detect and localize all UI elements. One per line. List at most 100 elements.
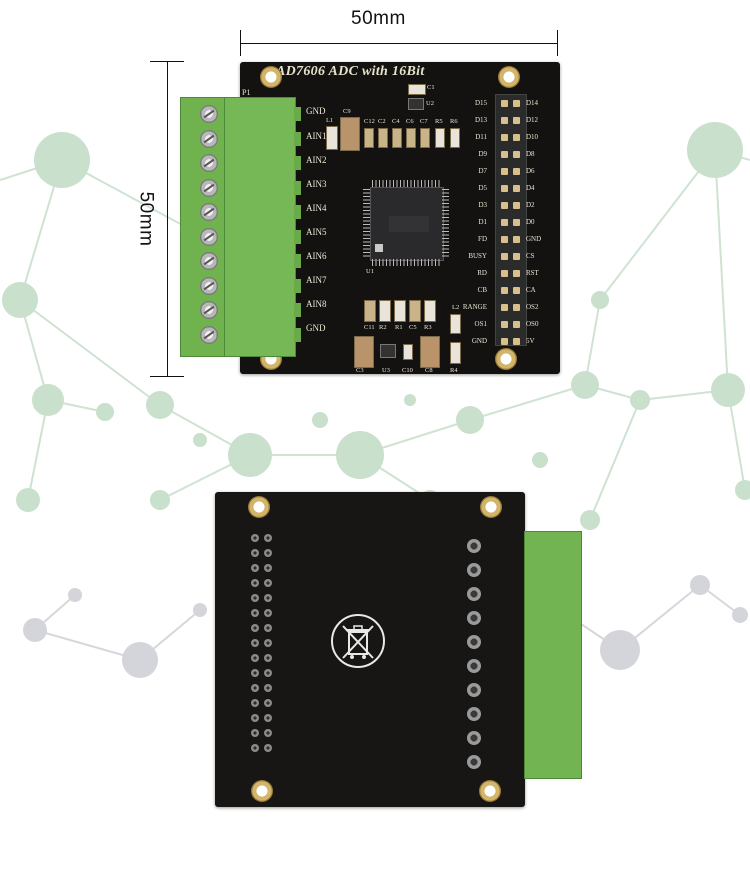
- terminal-via: [467, 683, 481, 697]
- header-via: [264, 624, 272, 632]
- header-via: [251, 579, 259, 587]
- ref-row-bottom-0: C11: [364, 324, 375, 331]
- header-pin: [513, 321, 520, 328]
- header-right-label-10: RST: [526, 269, 539, 277]
- header-pin: [501, 321, 508, 328]
- header-left-label-10: RD: [477, 269, 487, 277]
- chip-leads-left: [363, 189, 370, 259]
- header-via: [264, 609, 272, 617]
- capacitor-c1: [408, 84, 426, 95]
- screw-terminal-block-bottom: [524, 531, 582, 779]
- header-via: [251, 699, 259, 707]
- header-via: [251, 729, 259, 737]
- header-right-label-8: GND: [526, 235, 542, 243]
- smd-row-bottom-2: [394, 300, 406, 322]
- header-via: [264, 564, 272, 572]
- header-left-label-13: OS1: [474, 320, 487, 328]
- header-right-label-2: D10: [526, 133, 539, 141]
- analog-label-2: AIN2: [306, 155, 327, 165]
- width-dimension-label: 50mm: [351, 8, 406, 29]
- height-dimension-tick-top: [150, 61, 184, 62]
- header-right-label-5: D4: [526, 184, 535, 192]
- header-left-label-12: RANGE: [462, 303, 487, 311]
- ref-l1: L1: [326, 117, 334, 124]
- header-pin: [513, 100, 520, 107]
- header-via: [264, 714, 272, 722]
- terminal-screw-icon: [200, 252, 218, 270]
- header-via: [251, 684, 259, 692]
- header-via: [251, 534, 259, 542]
- terminal-fin: [294, 205, 301, 219]
- header-pin: [501, 151, 508, 158]
- ref-bottom-0: C3: [356, 367, 364, 374]
- header-pin: [501, 219, 508, 226]
- terminal-via: [467, 755, 481, 769]
- header-pin: [513, 338, 520, 345]
- ref-u1: U1: [366, 268, 374, 275]
- height-dimension-tick-bottom: [150, 376, 184, 377]
- terminal-screw-icon: [200, 227, 218, 246]
- header-pin: [513, 202, 520, 209]
- terminal-fin: [294, 156, 301, 170]
- header-via: [264, 654, 272, 662]
- terminal-fin: [294, 327, 301, 342]
- smd-row-top-5: [435, 128, 445, 148]
- screw-terminal-block: [180, 97, 303, 357]
- terminal-via: [467, 539, 481, 553]
- header-via: [251, 624, 259, 632]
- chip-leads-top: [372, 180, 442, 187]
- header-via: [251, 564, 259, 572]
- analog-label-7: AIN7: [306, 275, 327, 285]
- header-via: [264, 639, 272, 647]
- header-left-label-9: BUSY: [468, 252, 487, 260]
- terminal-screw-icon: [200, 129, 218, 148]
- terminal-via: [467, 707, 481, 721]
- header-via: [251, 654, 259, 662]
- chip-marking: [389, 216, 429, 232]
- ref-row-top-3: C6: [406, 118, 414, 125]
- ref-row-bottom-4: R3: [424, 324, 432, 331]
- header-via: [264, 534, 272, 542]
- height-dimension-label: 50mm: [135, 191, 157, 247]
- capacitor-c9: [340, 117, 360, 151]
- header-left-label-2: D11: [475, 133, 487, 141]
- height-dimension-line: [167, 61, 168, 377]
- header-right-label-11: CA: [526, 286, 536, 294]
- terminal-body: [224, 97, 296, 357]
- bottom-mount-hole-bottom-left: [251, 780, 273, 802]
- header-right-label-6: D2: [526, 201, 535, 209]
- ref-row-top-2: C4: [392, 118, 400, 125]
- smd-row-top-0: [364, 128, 374, 148]
- terminal-via: [467, 635, 481, 649]
- header-pin: [513, 117, 520, 124]
- header-via: [264, 699, 272, 707]
- terminal-screw-icon: [200, 276, 218, 295]
- board-title: AD7606 ADC with 16Bit: [276, 64, 425, 79]
- terminal-via: [467, 611, 481, 625]
- header-pin: [513, 304, 520, 311]
- header-via: [264, 684, 272, 692]
- smd-row-bottom-1: [379, 300, 391, 322]
- header-pin: [501, 134, 508, 141]
- terminal-fin: [294, 107, 301, 121]
- header-pin: [513, 185, 520, 192]
- chip-leads-bottom: [372, 259, 442, 266]
- header-pin: [501, 253, 508, 260]
- smd-row-top-3: [406, 128, 416, 148]
- capacitor-c8: [420, 336, 440, 368]
- ref-row-top-1: C2: [378, 118, 386, 125]
- adc-chip: [370, 187, 444, 261]
- smd-row-top-2: [392, 128, 402, 148]
- terminal-screw-icon: [200, 178, 218, 197]
- ref-u2: U2: [426, 100, 434, 107]
- header-right-label-0: D14: [526, 99, 539, 107]
- header-left-label-7: D1: [478, 218, 487, 226]
- terminal-fin: [294, 131, 301, 146]
- header-right-label-9: CS: [526, 252, 535, 260]
- analog-label-3: AIN3: [306, 179, 327, 189]
- terminal-fin: [294, 303, 301, 317]
- ref-row-top-6: R6: [450, 118, 458, 125]
- terminal-via: [467, 731, 481, 745]
- header-pin: [513, 236, 520, 243]
- header-left-label-5: D5: [478, 184, 487, 192]
